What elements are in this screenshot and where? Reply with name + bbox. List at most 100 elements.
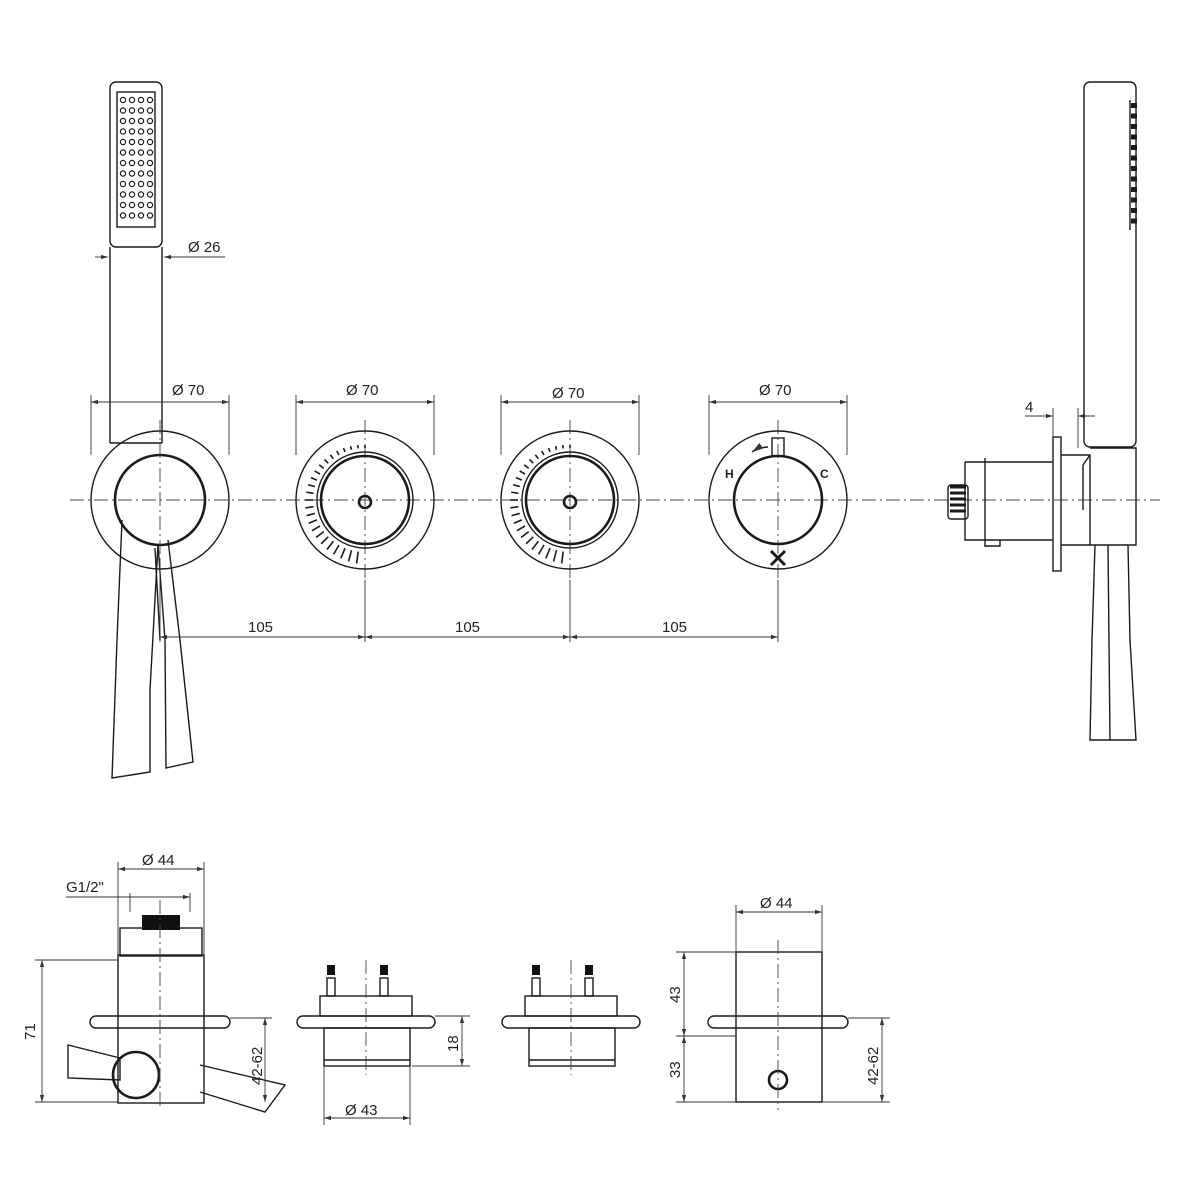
scale-tick (560, 551, 565, 564)
scale-tick (349, 445, 353, 450)
depth-label: 4 (1025, 399, 1033, 416)
scale-tick (342, 447, 346, 453)
flange-label: 18 (445, 1035, 462, 1052)
scale-tick (510, 505, 519, 509)
nozzle (146, 212, 154, 219)
dimension-spacing: 105 105 105 (159, 560, 779, 642)
nozzle (146, 159, 154, 167)
scale-tick (525, 536, 534, 545)
outlet-diameter-label: Ø 44 (142, 852, 175, 869)
nozzle (137, 107, 145, 114)
nozzle (119, 159, 127, 167)
scale-tick (336, 450, 340, 456)
side-nozzle (1131, 166, 1137, 171)
nozzle (119, 96, 127, 104)
scale-tick (552, 550, 558, 562)
nozzle (146, 138, 154, 146)
plate-diameter-label-2: Ø 70 (346, 382, 379, 399)
scale-tick (326, 540, 334, 551)
nozzle (146, 191, 154, 198)
nozzle (128, 138, 136, 146)
dimension-plate-2: Ø 70 (295, 382, 435, 455)
scale-tick (515, 476, 523, 481)
scale-tick (323, 458, 329, 464)
nozzle (119, 107, 127, 114)
scale-tick (340, 547, 346, 559)
scale-tick (520, 531, 530, 539)
side-nozzle (1131, 208, 1137, 213)
nozzle (128, 212, 136, 219)
nozzle (128, 149, 136, 156)
scale-tick (305, 505, 314, 509)
scale-tick (519, 470, 526, 475)
nozzle (128, 107, 136, 114)
nozzle (146, 201, 154, 209)
nozzle (128, 170, 136, 177)
hand-shower-side-view (947, 81, 1137, 741)
nozzle (119, 180, 127, 188)
nozzle (146, 180, 154, 188)
cartridge-diameter-label: Ø 43 (345, 1102, 378, 1119)
scale-tick (306, 512, 315, 517)
scale-tick (528, 458, 534, 464)
nozzle (146, 128, 154, 135)
nozzle (128, 201, 136, 209)
valve-control-thermostat: H C (708, 430, 848, 570)
range-label-1: 42-62 (249, 1047, 266, 1085)
nozzle (128, 117, 136, 125)
nozzle (137, 170, 145, 177)
side-nozzle (1131, 176, 1137, 182)
nozzle (137, 201, 145, 209)
nozzle (137, 117, 145, 125)
cold-label: C (820, 467, 829, 481)
side-nozzle (1131, 155, 1137, 161)
nozzle (137, 138, 145, 146)
scale-tick (314, 470, 321, 475)
shower-diameter-label: Ø 26 (188, 239, 221, 256)
side-nozzle (1131, 218, 1137, 224)
hot-label: H (725, 467, 734, 481)
nozzle (137, 180, 145, 188)
scale-tick (315, 531, 325, 539)
scale-tick (513, 519, 523, 525)
valve-cartridge-2 (501, 960, 641, 1075)
side-nozzle (1131, 187, 1137, 192)
nozzle (119, 170, 127, 177)
height-71-label: 71 (22, 1023, 39, 1040)
dimension-cartridge: 18 Ø 43 (323, 1015, 470, 1125)
scale-tick (512, 483, 520, 488)
scale-tick (307, 483, 315, 488)
outlet-body-section (67, 900, 287, 1113)
nozzle (137, 128, 145, 135)
nozzle (146, 149, 154, 156)
nozzle-grid (119, 96, 154, 219)
nozzle (146, 117, 154, 125)
nozzle (119, 138, 127, 146)
scale-tick (347, 550, 353, 562)
scale-tick (523, 464, 530, 469)
nozzle (128, 159, 136, 167)
nozzle (146, 107, 154, 114)
thermostat-body (707, 940, 849, 1110)
side-nozzle (1131, 103, 1137, 108)
dimension-plate-4: Ø 70 (708, 382, 848, 455)
plate-diameter-label-4: Ø 70 (759, 382, 792, 399)
nozzle (119, 117, 127, 125)
scale-tick (318, 464, 325, 469)
nozzle (119, 201, 127, 209)
valve-control-2 (500, 430, 640, 570)
thermostat-diameter-label: Ø 44 (760, 895, 793, 912)
nozzle (137, 149, 145, 156)
dimension-shower-diameter: Ø 26 (95, 239, 225, 260)
side-nozzle (1131, 145, 1137, 150)
scale-tick (511, 512, 520, 517)
plate-diameter-label-1: Ø 70 (172, 382, 205, 399)
nozzle (119, 191, 127, 198)
scale-ticks-1 (305, 444, 366, 564)
scale-tick (310, 476, 318, 481)
scale-tick (355, 551, 360, 564)
side-nozzle (1131, 134, 1137, 140)
side-nozzle (1131, 197, 1137, 203)
scale-tick (537, 544, 545, 555)
